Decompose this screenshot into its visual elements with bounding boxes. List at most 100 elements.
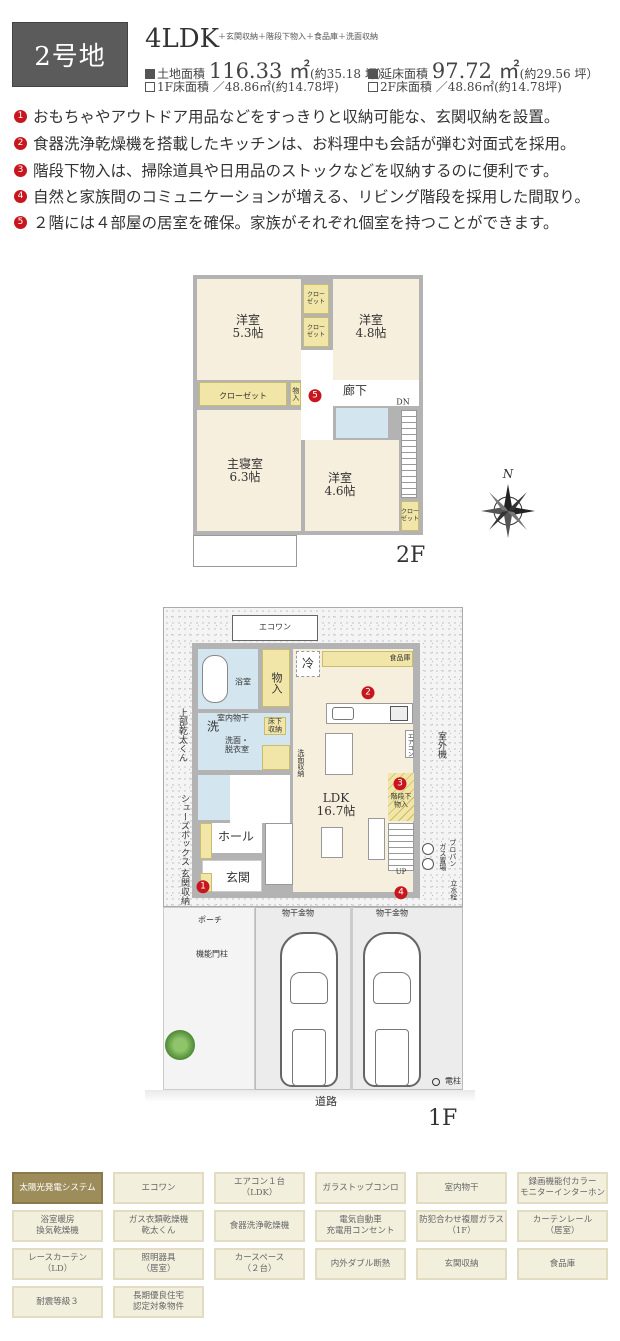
porch-label: ポーチ (198, 915, 222, 925)
staircase (388, 823, 414, 871)
floor-label-1f: 1F (428, 1106, 458, 1131)
stairs-down-label: DN (396, 397, 410, 407)
toilet (336, 408, 388, 438)
wash-storage-label: 洗面収納 (296, 749, 305, 777)
closet (401, 501, 419, 531)
gas-cylinder-icon (422, 843, 434, 855)
feature-text: 階段下物入は、掃除道具や日用品のストックなどを収納するのに便利です。 (33, 162, 559, 180)
equipment-item: カースペース （２台） (214, 1248, 305, 1280)
empty-square-icon (368, 82, 378, 92)
floor2-area-text: 2F床面積 ／48.86㎡(約14.78坪) (380, 80, 562, 94)
land-area-value: 116.33 ㎡ (208, 59, 310, 83)
ecoone-label: エコワン (259, 622, 291, 632)
lot-number: 2号地 (34, 42, 106, 72)
feature-number-badge: 2 (14, 136, 27, 150)
entrance-storage-label: 玄関収納 (178, 869, 189, 905)
staircase (401, 410, 417, 498)
closet (303, 284, 329, 314)
layout-extras: ＋玄関収納＋階段下物入＋食品庫＋洗面収納 (218, 32, 378, 41)
equipment-item: 室内物干 (416, 1172, 507, 1204)
floor-plan-2f: 洋室 5.3帖 洋室 4.8帖 主寝室 6.3帖 洋室 4.6帖 廊下 クローゼ… (193, 275, 423, 568)
outdoor-unit-label: 室外機 (435, 731, 446, 759)
equipment-item: 録画機能付カラー モニターインターホン (517, 1172, 608, 1204)
gas-cylinder-icon (422, 858, 434, 870)
feature-number-badge: 2 (361, 685, 375, 699)
feature-number-badge: 5 (308, 388, 322, 402)
equipment-item: ガス衣類乾燥機 乾太くん (113, 1210, 204, 1242)
aircon (405, 730, 414, 758)
feature-text: おもちゃやアウトドア用品などをすっきりと収納可能な、玄関収納を設置。 (33, 108, 560, 126)
balcony (193, 535, 297, 567)
equipment-item: カーテンレール （居室） (517, 1210, 608, 1242)
total-floor-area: 延床面積 97.72 ㎡(約29.56 坪） (368, 55, 599, 85)
hall (202, 823, 262, 853)
gate-label: 機能門柱 (196, 949, 228, 959)
compass-north-label: N (502, 467, 514, 481)
equipment-item: 太陽光発電システム (12, 1172, 103, 1204)
hallway (230, 775, 290, 823)
room-nw (197, 279, 301, 380)
equipment-item: 照明器具 （居室） (113, 1248, 204, 1280)
feature-marker-1: 1 (196, 873, 210, 893)
floor1-area-text: 1F床面積 ／48.86㎡(約14.78坪) (157, 80, 339, 94)
equipment-item: 防犯合わせ複層ガラス （1F） (416, 1210, 507, 1242)
wash-storage (262, 745, 290, 770)
room-label: 洋室 4.8帖 (355, 312, 387, 340)
feature-marker-5: 5 (308, 382, 322, 402)
approach-area (163, 907, 255, 1090)
indoor-dry-label: 室内物干 (217, 713, 249, 723)
layout-type: 4LDK (145, 24, 220, 54)
filled-square-icon (145, 69, 155, 79)
equipment-item: 耐震等級３ (12, 1286, 103, 1318)
underfloor-storage (264, 717, 286, 735)
closet-label: クロー ゼット (306, 324, 326, 338)
kitchen-counter (322, 651, 413, 667)
room-ne (333, 279, 419, 380)
total-floor-value: 97.72 ㎡ (431, 59, 520, 83)
storage (262, 649, 290, 707)
pole-label: 電柱 (445, 1076, 461, 1086)
lot-number-badge: 2号地 (12, 22, 128, 87)
floor-plan-1f: エコワン 浴室 物入 冷 食品庫 洗 室内物干 床下 収納 洗面・ 脱衣室 洗面… (145, 605, 475, 1108)
land-area: 土地面積 116.33 ㎡(約35.18 坪） (145, 55, 389, 85)
entrance (202, 860, 262, 892)
road-label: 道路 (315, 1094, 337, 1108)
sofa (265, 823, 293, 885)
feature-marker-2: 2 (361, 679, 375, 699)
tv-stand (368, 818, 385, 860)
master-bedroom (197, 410, 301, 531)
feature-number-badge: 5 (14, 215, 27, 229)
equipment-item: エコワン (113, 1172, 204, 1204)
stairs-up-label: UP (395, 868, 407, 877)
feature-marker-3: 3 (393, 770, 407, 790)
total-floor-label: 延床面積 (380, 67, 429, 81)
storage-label: 物入 (270, 672, 284, 694)
equipment-item: 食品庫 (517, 1248, 608, 1280)
equipment-item: 食器洗浄乾燥機 (214, 1210, 305, 1242)
faucet-label: 立水栓 (449, 879, 458, 901)
parking-divider (350, 907, 353, 1090)
room-label: 洋室 4.6帖 (324, 470, 356, 498)
road (145, 1090, 475, 1102)
sink-icon (332, 707, 354, 720)
compass-icon: N (481, 467, 535, 538)
land-area-label: 土地面積 (157, 67, 206, 81)
tree-icon (165, 1030, 195, 1060)
equipment-grid: 太陽光発電システムエコワンエアコン１台 （LDK）ガラストップコンロ室内物干録画… (12, 1172, 612, 1318)
bathtub-icon (202, 655, 228, 703)
total-floor-tsubo: (約29.56 坪） (519, 67, 599, 81)
aircon-label: エアコン (406, 733, 414, 757)
floor-label-2f: 2F (396, 543, 426, 568)
fridge-space (296, 651, 320, 677)
equipment-item: 浴室暖房 換気乾燥機 (12, 1210, 103, 1242)
equipment-item: ガラストップコンロ (315, 1172, 406, 1204)
under-stair-label: 階段下 物入 (390, 792, 412, 808)
room-s (305, 440, 399, 531)
gas-label: ガス置場 (438, 843, 447, 871)
feature-number-badge: 1 (196, 879, 210, 893)
